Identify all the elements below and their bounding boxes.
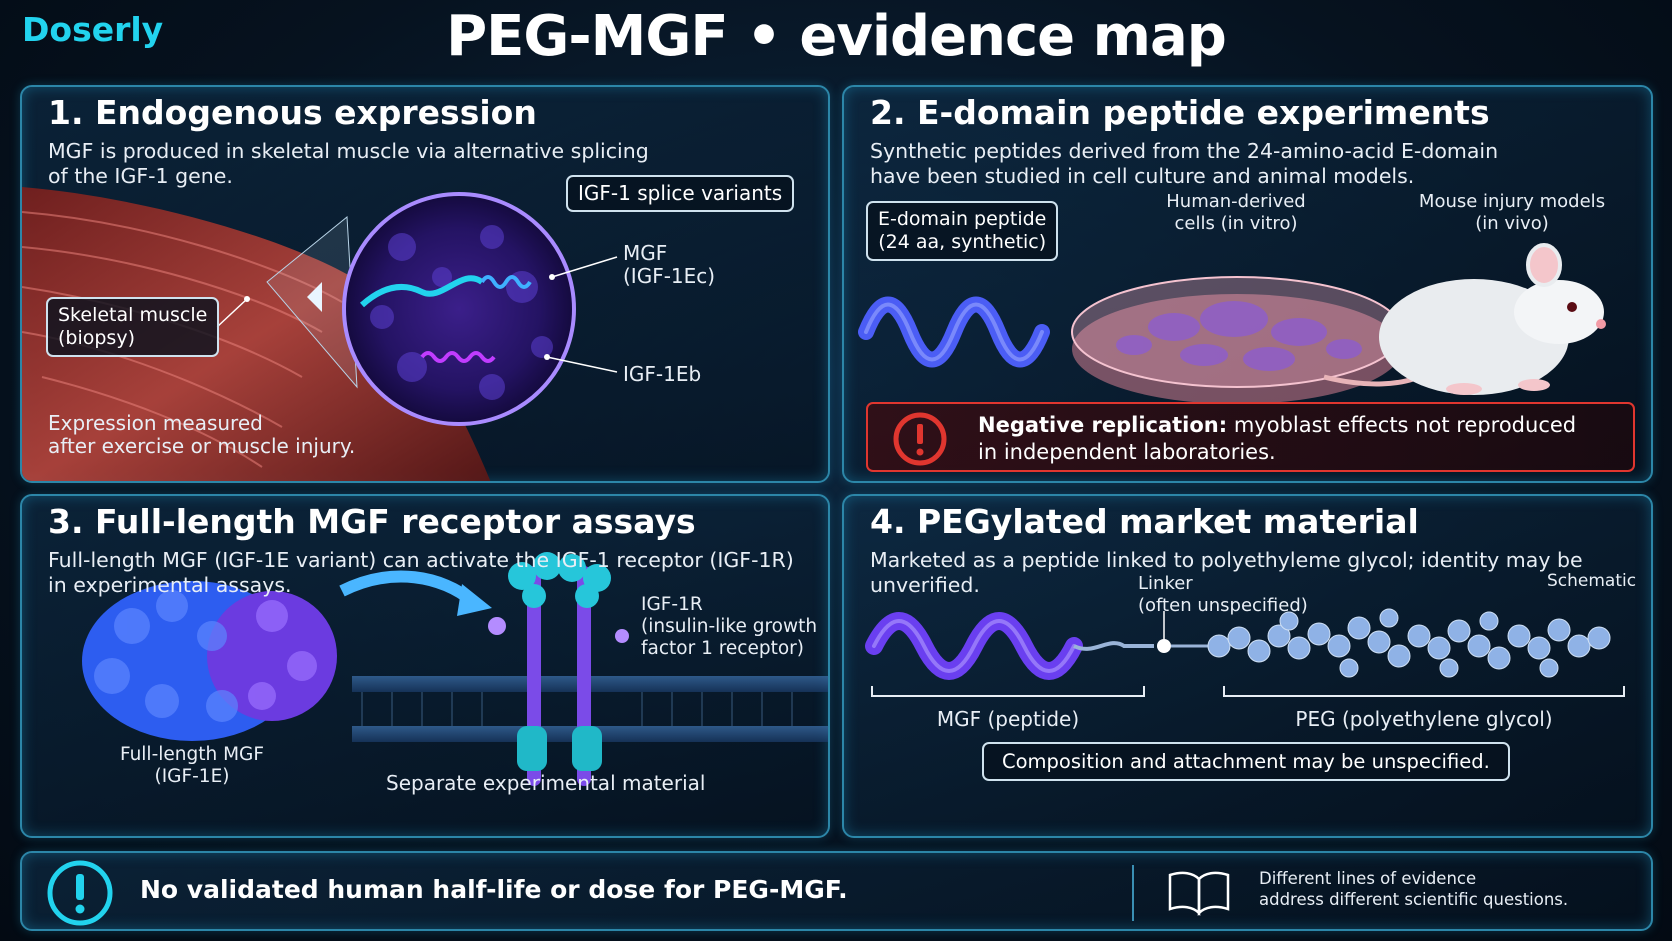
composition-note: Composition and attachment may be unspec… [982, 742, 1510, 781]
receptor-illustration [82, 552, 828, 786]
mouse-label-line2: (in vivo) [1475, 213, 1549, 234]
human-cells-label: Human-derived cells (in vitro) [1136, 191, 1336, 235]
igf1eb-label: IGF-1Eb [623, 362, 702, 386]
linker-line1: Linker [1138, 573, 1193, 594]
exclamation-circle-icon [47, 860, 113, 926]
warning-bold: Negative replication: [978, 413, 1228, 437]
peptide-label-line2: (24 aa, synthetic) [878, 231, 1047, 253]
bottom-banner: No validated human half-life or dose for… [20, 851, 1653, 931]
muscle-label-line2: (biopsy) [58, 327, 135, 349]
mgf-label-line2: (IGF-1Ec) [623, 264, 716, 288]
protein-line2: (IGF-1E) [154, 766, 230, 787]
panel-4-title: 4. PEGylated market material [870, 502, 1419, 541]
note-line2: after exercise or muscle injury. [48, 434, 356, 458]
warning-line2: in independent laboratories. [978, 440, 1276, 464]
linker-line2: (often unspecified) [1138, 595, 1308, 616]
mgf-variant-label: MGF (IGF-1Ec) [623, 242, 715, 288]
separate-material-label: Separate experimental material [386, 771, 706, 795]
muscle-illustration [22, 187, 618, 481]
warning-rest: myoblast effects not reproduced [1227, 413, 1577, 437]
panel-3-description: Full-length MGF (IGF-1E variant) can act… [48, 548, 794, 598]
receptor-line2: (insulin-like growth [641, 616, 818, 637]
peptide-label-line1: E-domain peptide [878, 208, 1047, 230]
mgf-protein-icon [82, 581, 337, 741]
protein-line1: Full-length MGF [119, 744, 265, 765]
page-title: PEG-MGF • evidence map [446, 4, 1227, 69]
brand-logo: Doserly [22, 10, 164, 49]
panel-2-title: 2. E-domain peptide experiments [870, 93, 1490, 132]
panel-1-desc-line1: MGF is produced in skeletal muscle via a… [48, 139, 649, 163]
muscle-label-line1: Skeletal muscle [58, 304, 208, 326]
peg-beads-icon [1207, 608, 1611, 678]
mouse-models-label: Mouse injury models (in vivo) [1397, 191, 1627, 235]
panel-1-title: 1. Endogenous expression [48, 93, 537, 132]
bottom-divider [1132, 865, 1134, 921]
warning-icon [893, 412, 947, 466]
mgf-peptide-label: MGF (peptide) [936, 707, 1080, 731]
panel-receptor-assays: 3. Full-length MGF receptor assays Full-… [20, 494, 830, 838]
peg-schematic [865, 608, 1625, 697]
panel-2-desc-line2: have been studied in cell culture and an… [870, 164, 1415, 188]
cells-label-line1: Human-derived [1166, 191, 1306, 212]
splice-variants-label: IGF-1 splice variants [566, 175, 795, 212]
panel-3-desc-line2: in experimental assays. [48, 573, 292, 597]
bottom-note: Different lines of evidence address diff… [1259, 868, 1568, 910]
bottom-note-line2: address different scientific questions. [1259, 890, 1569, 909]
peg-label: PEG (polyethylene glycol) [1295, 707, 1553, 731]
panel-2-description: Synthetic peptides derived from the 24-a… [870, 139, 1498, 189]
bottom-alert-text: No validated human half-life or dose for… [140, 875, 848, 904]
negative-replication-warning: Negative replication: myoblast effects n… [866, 402, 1635, 472]
igf1r-label: IGF-1R (insulin-like growth factor 1 rec… [641, 594, 817, 660]
book-icon [1168, 871, 1230, 917]
mgf-label-line1: MGF [623, 241, 668, 265]
mouse-label-line1: Mouse injury models [1418, 191, 1606, 212]
panel-1-desc-line2: of the IGF-1 gene. [48, 164, 233, 188]
panel-pegylated-material: 4. PEGylated market material Marketed as… [842, 494, 1653, 838]
panel-4-desc-line1: Marketed as a peptide linked to polyethy… [870, 548, 1583, 572]
panel-3-title: 3. Full-length MGF receptor assays [48, 502, 696, 541]
panel-4-desc-line2: unverified. [870, 573, 980, 597]
skeletal-muscle-label: Skeletal muscle (biopsy) [46, 297, 220, 357]
edomain-peptide-label: E-domain peptide (24 aa, synthetic) [866, 201, 1059, 261]
panel-4-description: Marketed as a peptide linked to polyethy… [870, 548, 1583, 598]
full-length-mgf-label: Full-length MGF (IGF-1E) [82, 744, 302, 788]
receptor-icon [488, 552, 629, 786]
cells-label-line2: cells (in vitro) [1174, 213, 1298, 234]
note-line1: Expression measured [48, 411, 263, 435]
panel-edomain-experiments: 2. E-domain peptide experiments Syntheti… [842, 85, 1653, 483]
receptor-line1: IGF-1R [641, 594, 703, 615]
linker-label: Linker (often unspecified) [1138, 573, 1308, 617]
expression-note: Expression measured after exercise or mu… [48, 412, 355, 458]
receptor-line3: factor 1 receptor) [641, 638, 805, 659]
panel-1-description: MGF is produced in skeletal muscle via a… [48, 139, 649, 189]
schematic-label: Schematic [1547, 571, 1637, 591]
panel-3-desc-line1: Full-length MGF (IGF-1E variant) can act… [48, 548, 794, 572]
panel-2-desc-line1: Synthetic peptides derived from the 24-a… [870, 139, 1499, 163]
bottom-note-line1: Different lines of evidence [1259, 869, 1477, 888]
warning-text: Negative replication: myoblast effects n… [978, 412, 1576, 466]
panel-endogenous-expression: 1. Endogenous expression MGF is produced… [20, 85, 830, 483]
